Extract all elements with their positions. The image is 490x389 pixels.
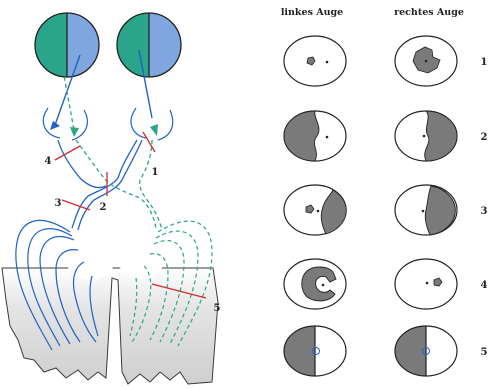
right-nerve-blue-inner (77, 139, 143, 231)
left-eye-field-row-3 (283, 184, 347, 236)
right-eye (116, 12, 182, 78)
fixation-point (422, 134, 426, 138)
right-eye-lens (130, 107, 174, 141)
macular-sparing-ring (422, 347, 430, 355)
field-row-3: 3 (283, 184, 488, 236)
macular-sparing-ring (312, 347, 320, 355)
field-row-1: 1 (283, 35, 488, 87)
left-eye-ray-arrowhead (50, 121, 60, 130)
row-label-4: 4 (481, 280, 488, 291)
right-eye-nasal-half (149, 13, 181, 77)
left-eye-temporal-ray (62, 69, 75, 131)
right-eye-visual-ray (138, 49, 153, 119)
right-eye-ray-arrowhead (150, 124, 158, 136)
field-defect-right-hemianopia (320, 189, 347, 235)
left-optic-radiation (15, 219, 99, 351)
right-eye-temporal-half (117, 13, 149, 77)
left-eye-visual-ray (54, 54, 81, 126)
field-defect-left-hemianopia (284, 326, 315, 376)
header-left-eye: linkes Auge (281, 7, 343, 18)
right-nerve-green (139, 139, 163, 231)
right-eye-field-row-1 (394, 35, 458, 87)
fixation-point (421, 209, 425, 213)
right-eye-field-row-2 (394, 110, 458, 162)
lesion-mark-3 (61, 199, 91, 211)
lesion-label-1: 1 (152, 167, 159, 178)
lesion-label-5: 5 (214, 303, 221, 314)
pathway-diagram: 1 2 3 4 5 (1, 12, 221, 385)
left-eye-field-row-1 (283, 35, 347, 87)
fixation-point (325, 60, 329, 64)
lesion-mark-4 (54, 145, 81, 161)
left-eye-field-row-4 (283, 258, 347, 310)
fixation-point (425, 281, 429, 285)
field-defect-small-scotoma (305, 204, 315, 214)
lesion-mark-5 (151, 283, 207, 299)
right-optic-radiation (129, 220, 213, 347)
row-label-1: 1 (481, 57, 488, 68)
left-eye-temporal-arrowhead (70, 127, 79, 137)
fixation-point (325, 135, 329, 139)
field-row-5: 5 (283, 325, 488, 377)
fixation-point (321, 283, 325, 287)
left-eye-lens (42, 107, 88, 141)
lateral-geniculate-area (64, 228, 166, 281)
header-right-eye: rechtes Auge (394, 7, 464, 18)
row-label-3: 3 (481, 206, 488, 217)
right-eye-field-row-4 (394, 258, 458, 310)
lesion-label-2: 2 (100, 202, 107, 213)
right-eye-field-row-3 (394, 184, 458, 236)
field-row-4: 4 (283, 258, 488, 310)
left-eye-field-row-2 (283, 110, 347, 162)
visual-field-grid: linkes Auge rechtes Auge 1 (281, 7, 488, 377)
lesion-label-4: 4 (45, 156, 52, 167)
left-eye-nasal-half (67, 13, 99, 77)
fixation-point (424, 59, 428, 63)
fixation-point (316, 209, 320, 213)
left-nerve-blue (57, 139, 107, 189)
field-defect-small-scotoma (306, 56, 316, 66)
field-defect-central-scotoma (301, 266, 337, 302)
row-label-2: 2 (481, 132, 488, 143)
row-label-5: 5 (481, 347, 488, 358)
left-nerve-green (75, 139, 157, 229)
left-eye (34, 12, 100, 78)
field-defect-small-scotoma (433, 277, 443, 287)
field-defect-right-hemianopia (424, 185, 456, 236)
lesion-label-3: 3 (55, 198, 62, 209)
right-eye-field-row-5 (394, 325, 458, 377)
field-defect-temporal-hemianopia (424, 110, 458, 162)
left-eye-field-row-5 (283, 325, 347, 377)
field-defect-left-hemianopia (395, 326, 426, 376)
brain-cortex (1, 267, 219, 385)
field-row-2: 2 (283, 110, 488, 162)
right-nerve-blue (71, 139, 138, 229)
left-eye-temporal-half (35, 13, 67, 77)
field-defect-temporal-hemianopia (283, 110, 320, 162)
lesion-mark-1 (142, 131, 156, 153)
